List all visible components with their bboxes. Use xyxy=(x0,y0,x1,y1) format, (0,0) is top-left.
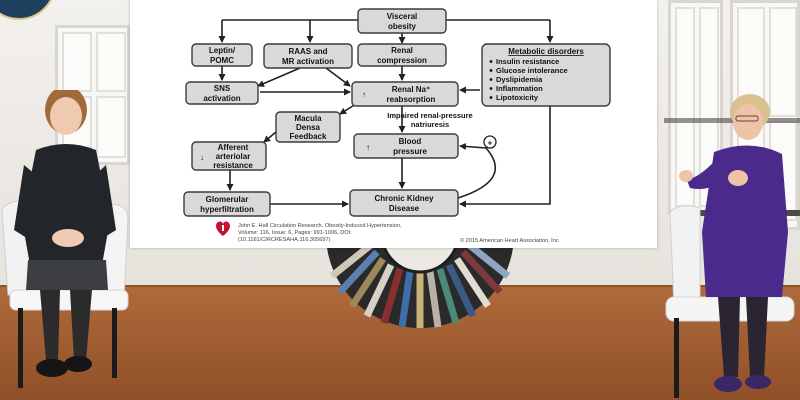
svg-text:arteriolar: arteriolar xyxy=(216,152,251,161)
edge-ckd-bp-feedback xyxy=(457,142,497,199)
svg-text:SNS: SNS xyxy=(214,84,231,93)
svg-text:Macula: Macula xyxy=(294,114,322,123)
svg-text:Insulin resistance: Insulin resistance xyxy=(496,57,559,66)
edge-metabolic-ckd xyxy=(459,106,551,208)
svg-text:Inflammation: Inflammation xyxy=(496,84,543,93)
svg-text:Glomerular: Glomerular xyxy=(206,195,249,204)
presentation-slide: Visceral obesity Leptin/ POMC RAAS and M… xyxy=(130,0,657,248)
svg-text:Renal: Renal xyxy=(391,46,413,55)
node-renal-compression: Renal compression xyxy=(357,43,447,67)
node-leptin-pomc: Leptin/ POMC xyxy=(191,43,253,67)
svg-text:Lipotoxicity: Lipotoxicity xyxy=(496,93,539,102)
svg-text:Densa: Densa xyxy=(296,123,321,132)
up-arrow-icon: ↑ xyxy=(366,143,370,152)
svg-text:MR activation: MR activation xyxy=(282,57,334,66)
citation-line-1: John E. Hall Circulation Research. Obesi… xyxy=(238,223,402,229)
svg-text:compression: compression xyxy=(377,56,427,65)
node-afferent-resistance: ↓ Afferent arteriolar resistance xyxy=(191,141,267,171)
node-sns-activation: SNS activation xyxy=(185,81,259,105)
svg-text:Chronic Kidney: Chronic Kidney xyxy=(374,194,434,203)
edge-raas-sns xyxy=(257,67,301,87)
svg-text:Glucose intolerance: Glucose intolerance xyxy=(496,66,568,75)
plus-icon: + xyxy=(488,139,493,148)
node-renal-na-reabsorption: ↑ Renal Na⁺ reabsorption xyxy=(351,81,459,107)
svg-text:activation: activation xyxy=(203,94,240,103)
impaired-natriuresis-label-line2: natriuresis xyxy=(411,120,449,129)
citation-line-3: (10.1161/CIRCRESAHA.116.305697) xyxy=(238,237,331,243)
svg-text:Afferent: Afferent xyxy=(218,143,249,152)
metabolic-bullets xyxy=(489,60,493,99)
node-chronic-kidney-disease: Chronic Kidney Disease xyxy=(349,189,459,217)
svg-text:Leptin/: Leptin/ xyxy=(209,46,236,55)
window-frame-dark-2 xyxy=(664,118,800,123)
up-arrow-icon: ↑ xyxy=(362,90,366,99)
svg-text:pressure: pressure xyxy=(393,147,427,156)
svg-text:Renal Na⁺: Renal Na⁺ xyxy=(392,85,430,94)
node-raas-mr: RAAS and MR activation xyxy=(263,43,353,69)
citation-line-2: Volume: 116, Issue: 6, Pages: 991-1006, … xyxy=(238,230,352,236)
svg-text:Visceral: Visceral xyxy=(387,12,418,21)
down-arrow-icon: ↓ xyxy=(200,153,204,162)
edge-macula-afferent xyxy=(263,131,277,143)
svg-text:Metabolic disorders: Metabolic disorders xyxy=(508,47,584,56)
citation-text: John E. Hall Circulation Research. Obesi… xyxy=(238,223,402,244)
svg-text:Feedback: Feedback xyxy=(290,132,327,141)
node-macula-densa: Macula Densa Feedback xyxy=(275,111,341,143)
obesity-hypertension-diagram: Visceral obesity Leptin/ POMC RAAS and M… xyxy=(183,8,611,236)
edge-raas-na xyxy=(325,67,351,87)
node-glomerular-hyperfiltration: Glomerular hyperfiltration xyxy=(183,191,271,217)
svg-text:RAAS and: RAAS and xyxy=(288,47,327,56)
svg-text:Blood: Blood xyxy=(399,137,422,146)
svg-text:obesity: obesity xyxy=(388,22,417,31)
feedback-plus-badge: + xyxy=(483,135,497,149)
svg-text:hyperfiltration: hyperfiltration xyxy=(200,205,254,214)
svg-text:Disease: Disease xyxy=(389,204,420,213)
node-blood-pressure: ↑ Blood pressure xyxy=(353,133,459,159)
copyright-text: © 2015 American Heart Association, Inc xyxy=(460,238,559,244)
aha-heart-logo xyxy=(216,221,230,236)
svg-text:Dyslipidemia: Dyslipidemia xyxy=(496,75,543,84)
svg-text:reabsorption: reabsorption xyxy=(387,95,436,104)
impaired-natriuresis-label: Impaired renal-pressure xyxy=(387,111,472,120)
node-metabolic-disorders: Metabolic disorders Insulin resistance G… xyxy=(481,43,611,107)
svg-text:POMC: POMC xyxy=(210,56,234,65)
svg-text:resistance: resistance xyxy=(213,161,253,170)
node-visceral-obesity: Visceral obesity xyxy=(357,8,447,34)
